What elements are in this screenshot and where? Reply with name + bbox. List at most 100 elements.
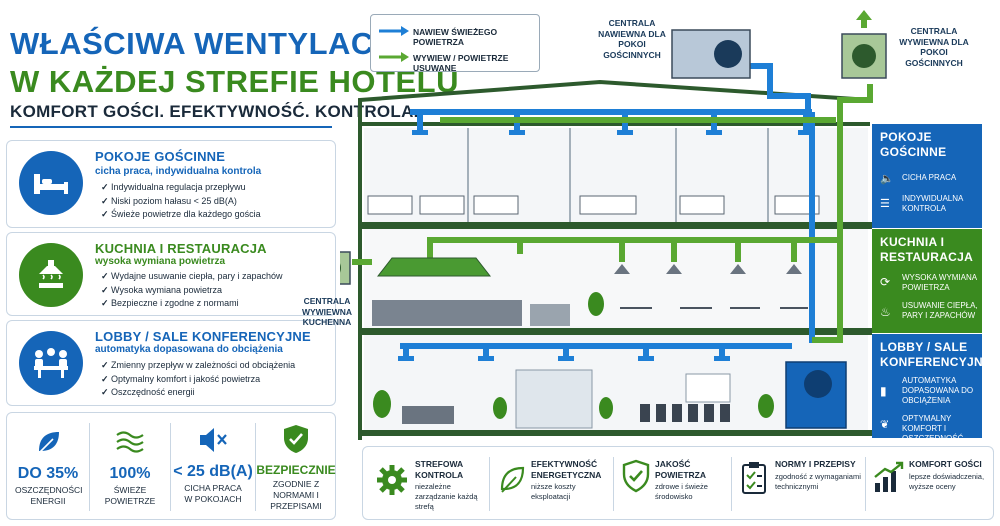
conference-chairs [640,404,730,422]
leaf-icon [497,463,527,500]
building-diagram [340,10,887,440]
benefits-bar: STREFOWA KONTROLA niezależne zarządzanie… [362,446,994,520]
presentation-screen [685,373,731,403]
side-panel-rooms: POKOJE GOŚCINNE 🔈 CICHA PRACA ☰ INDYWIDU… [872,124,982,228]
stat-fresh-air: 100% ŚWIEŻE POWIETRZE [90,413,170,521]
stat-value: BEZPIECZNIE [256,463,336,477]
title-underline [10,126,332,128]
benefit-desc: niższe koszty eksploatacji [531,482,576,501]
stat-value: DO 35% [17,465,79,482]
benefit-title: NORMY I PRZEPISY [775,459,856,469]
exhaust-arrow-icon [379,52,409,62]
shield-check-icon [281,423,311,455]
growth-chart-icon [871,461,905,500]
list-item: Optymalny komfort i jakość powietrza [101,373,295,387]
side-panel-item: INDYWIDUALNA KONTROLA [902,194,963,213]
refresh-icon: ⟳ [880,275,891,289]
benefit-desc: niezależne zarządzanie każdą strefą [415,482,478,511]
stat-quiet: < 25 dB(A) CICHA PRACA W POKOJACH [171,413,255,521]
plants [373,292,774,419]
stat-label: ŚWIEŻE POWIETRZE [104,485,156,506]
diffusers [398,130,814,361]
card-feature-list: Wydajne usuwanie ciepła, pary i zapachów… [101,270,283,311]
floor-slab [360,222,872,229]
card-guest-rooms: POKOJE GOŚCINNE cicha praca, indywidualn… [6,140,336,228]
benefit-guest-comfort: KOMFORT GOŚCI lepsze doświadczenia, wyżs… [909,459,991,492]
air-waves-icon [115,429,145,455]
exhaust-duct [352,84,873,343]
list-item: Bezpieczne i zgodne z normami [101,297,283,311]
checklist-icon [739,461,769,500]
stats-panel: DO 35% OSZCZĘDNOŚCI ENERGII 100% ŚWIEŻE … [6,412,336,520]
benefit-title: KOMFORT GOŚCI [909,459,982,469]
supply-rooms-unit-label: CENTRALA NAWIEWNA DLA POKOI GOŚCINNYCH [598,18,666,60]
benefit-zone-control: STREFOWA KONTROLA niezależne zarządzanie… [415,459,485,512]
list-item: Świeże powietrze dla każdego gościa [101,208,261,222]
stat-value: 100% [109,465,151,482]
guest-room-beds [367,195,820,215]
stat-label: ZGODNIE Z NORMAMI I PRZEPISAMI [270,479,322,511]
meeting-icon [19,331,83,395]
legend-supply-label: NAWIEW ŚWIEŻEGO POWIETRZA [413,27,498,47]
stat-value: < 25 dB(A) [173,463,253,480]
card-feature-list: Zmienny przepływ w zależności od obciąże… [101,359,295,400]
floor-slab [360,328,872,335]
side-panel-title: KUCHNIA I RESTAURACJA [880,235,974,264]
list-item: Wysoka wymiana powietrza [101,284,283,298]
exhaust-rooms-unit-label: CENTRALA WYWIEWNA DLA POKOI GOŚCINNYCH [899,26,969,68]
list-item: Wydajne usuwanie ciepła, pary i zapachów [101,270,283,284]
list-item: Zmienny przepływ w zależności od obciąże… [101,359,295,373]
speaker-icon: 🔈 [880,173,894,185]
benefit-desc: zgodność z wymaganiami technicznymi [775,471,861,491]
bar-chart-icon: ▮ [880,384,887,398]
kitchen-hood-icon [19,243,83,307]
leaf-icon: ❦ [880,419,890,431]
list-item: Oszczędność energii [101,386,295,400]
stat-safety: BEZPIECZNIE ZGODNIE Z NORMAMI I PRZEPISA… [256,413,336,521]
steam-icon: ♨ [880,305,891,319]
title-line-1: WŁAŚCIWA WENTYLACJA [10,26,415,61]
card-title: POKOJE GOŚCINNE [95,149,226,164]
lobby-sofa [402,406,454,424]
stat-label: OSZCZĘDNOŚCI ENERGII [15,485,83,506]
speaker-mute-icon [197,425,229,455]
gear-icon [375,463,409,502]
benefit-title: JAKOŚĆ POWIETRZA [655,459,706,480]
side-panel-item: WYSOKA WYMIANA POWIETRZA [902,273,977,292]
building-outline [358,79,871,440]
kitchen-exhaust-ahu [340,251,351,285]
benefit-desc: zdrowe i świeże środowisko [655,482,708,501]
side-panel-item: CICHA PRACA [902,173,957,182]
benefit-title: STREFOWA KONTROLA [415,459,464,480]
title-tagline: KOMFORT GOŚCI. EFEKTYWNOŚĆ. KONTROLA. [10,102,419,121]
kitchen-stoves [372,300,522,326]
kitchen-hood [376,257,492,277]
bed-icon [19,151,83,215]
card-feature-list: Indywidualna regulacja przepływu Niski p… [101,181,261,222]
legend-exhaust-label: WYWIEW / POWIETRZE USUWANE [413,53,509,73]
card-title: LOBBY / SALE KONFERENCYJNE [95,329,311,344]
restaurant-lamps [614,264,802,274]
benefit-title: EFEKTYWNOŚĆ ENERGETYCZNA [531,459,602,480]
side-panel-item: AUTOMATYKA DOPASOWANA DO OBCIĄŻENIA [902,376,974,405]
side-panel-title: LOBBY / SALE KONFERENCYJNE [880,340,992,369]
floor-slab [360,430,872,436]
side-panel-lobby: LOBBY / SALE KONFERENCYJNE ▮ AUTOMATYKA … [872,334,992,453]
shield-check-icon [621,459,651,498]
leaf-icon [33,427,63,457]
benefit-standards: NORMY I PRZEPISY zgodność z wymaganiami … [775,459,863,492]
list-item: Niski poziom hałasu < 25 dB(A) [101,195,261,209]
side-panel-title: POKOJE GOŚCINNE [880,130,947,159]
side-panel-kitchen: KUCHNIA I RESTAURACJA ⟳ WYSOKA WYMIANA P… [872,229,982,333]
benefit-air-quality: JAKOŚĆ POWIETRZA zdrowe i świeże środowi… [655,459,725,502]
supply-arrow-icon [379,26,409,36]
card-title: KUCHNIA I RESTAURACJA [95,241,267,256]
kitchen-exhaust-unit-label: CENTRALA WYWIEWNA KUCHENNA [301,296,353,327]
card-subtitle: wysoka wymiana powietrza [95,256,226,267]
lobby-entrance [515,369,593,429]
legend: NAWIEW ŚWIEŻEGO POWIETRZA WYWIEW / POWIE… [370,14,540,73]
side-panel-item: USUWANIE CIEPŁA, PARY I ZAPACHÓW [902,301,978,320]
stat-label: CICHA PRACA W POKOJACH [184,483,242,504]
sliders-icon: ☰ [880,198,890,210]
stat-energy: DO 35% OSZCZĘDNOŚCI ENERGII [7,413,89,521]
